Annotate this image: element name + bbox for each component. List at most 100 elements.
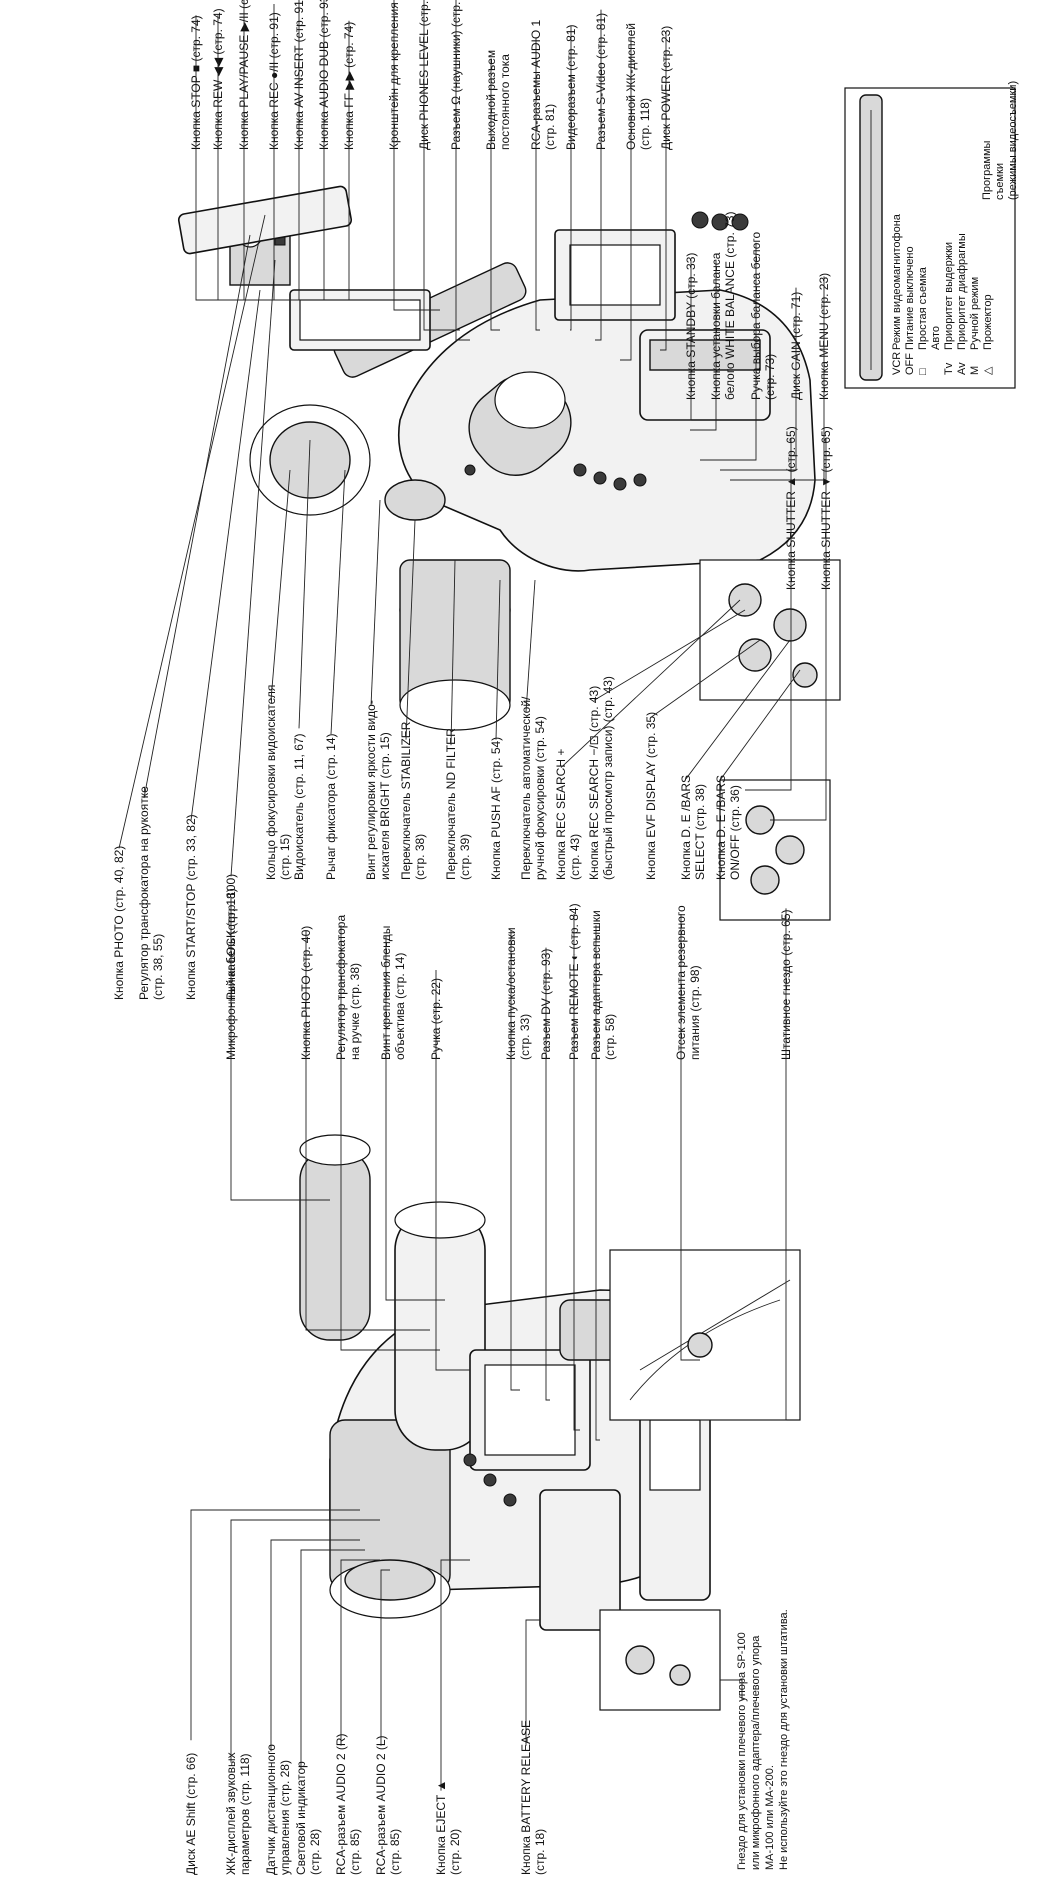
leader-ff [348, 20, 410, 301]
callout-focusring: Кольцо фокусировки видоискателя [264, 685, 278, 880]
leader-standby [670, 259, 692, 421]
callout-backup2: питания (стр. 98) [688, 965, 702, 1060]
callout-recsplus2: (стр. 43) [568, 834, 582, 880]
callout-remsensor: Датчик дистанционного [264, 1744, 278, 1875]
power-dial-drawing [859, 94, 883, 381]
leader-mic [230, 897, 330, 1201]
shoulder-socket-note2: или микрофонного адаптера/плечевого упор… [750, 1635, 762, 1870]
callout-batt: Кнопка BATTERY RELEASE [519, 1720, 533, 1875]
dial-symbol-6: M [969, 366, 981, 375]
callout-evf: Кнопка EVF DISPLAY (стр. 35) [644, 712, 658, 880]
leader-hoodscrew [385, 936, 445, 1301]
leader-wb [690, 259, 717, 431]
callout-lamp2: (стр. 28) [308, 1829, 322, 1875]
leader-lamp [300, 1549, 365, 1769]
callout-ndfilter: Переключатель ND FILTER [444, 728, 458, 880]
leader-dv [545, 947, 550, 1401]
leader-audiodub [323, 0, 395, 301]
callout-bright2: искателя BRIGHT (стр. 15) [378, 732, 392, 880]
leader-eject [440, 1559, 470, 1791]
shoulder-socket-note4: Не используйте это гнездо для установки … [778, 1609, 790, 1870]
callout-lamp: Световой индикатор [294, 1761, 308, 1875]
leader-video [570, 26, 572, 331]
dial-label-2: Простая съемка [917, 266, 929, 350]
callout-flash2: (стр. 58) [603, 1014, 617, 1060]
leader-debars [685, 639, 791, 780]
top-leader-lines [118, 0, 827, 877]
callout-lcdaudio2: параметров (стр. 118) [238, 1753, 252, 1875]
callout-focusring2: (стр. 15) [278, 834, 292, 880]
callout-lcdaudio: ЖК-дисплей звуковых [224, 1752, 238, 1875]
dial-symbol-2: □ [917, 368, 929, 375]
leader-backup [680, 914, 700, 1361]
dial-dial-group3: (режимы видеосъемки) [1007, 81, 1019, 200]
callout-viewfinder: Видоискатель (стр. 11, 67) [292, 733, 306, 880]
callout-wbsel2: (стр. 73) [763, 354, 777, 400]
bottom-notes: Гнездо для установки плечевого упора SP-… [720, 1609, 790, 1870]
leader-avinsert [298, 0, 380, 301]
callout-batt2: (стр. 18) [533, 1829, 547, 1875]
leader-afmf [525, 579, 536, 712]
leader-flash [595, 925, 600, 1441]
callout-startstop: Кнопка START/STOP (стр. 33, 82) [184, 814, 198, 1000]
leader-startstop [190, 289, 261, 821]
dial-symbol-1: OFF [904, 353, 916, 375]
leader-lcdaudio [230, 1519, 380, 1763]
callout-deonoff: Кнопка D. E /BARS [714, 775, 728, 880]
leader-remsensor [270, 1539, 360, 1752]
callout-afmf2: ручной фокусировки (стр. 54) [533, 716, 547, 880]
callout-zoomh2: на ручке (стр. 38) [348, 963, 362, 1060]
callout-fixlever: Рычаг фиксатора (стр. 14) [324, 733, 338, 880]
leader-headphones [455, 0, 470, 341]
leader-batt [525, 1619, 540, 1746]
leader-shoulder-socket [720, 1679, 743, 1700]
callout-deonoff2: ON/OFF (стр. 36) [728, 785, 742, 880]
leader-startstop [510, 930, 520, 1391]
leader-tripod [700, 908, 787, 1421]
callout-rca2r: RCA-разъем AUDIO 2 (R) [334, 1733, 348, 1875]
callout-recsminus2: (быстрый просмотр записи) (стр. 43) [601, 676, 615, 880]
leader-rca2r [340, 1559, 380, 1746]
leader-focusring [270, 469, 291, 701]
callout-bright: Винт регулировки яркости видо- [364, 700, 378, 880]
callout-rca2l: RCA-разъем AUDIO 2 (L) [374, 1735, 388, 1875]
dial-label-0: Режим видеомагнитофона [891, 213, 903, 350]
leader-gain [720, 287, 797, 471]
leader-rca1 [535, 37, 540, 331]
bottom-callout-labels: Микрофонный кабель (стр. 18)Кнопка PHOTO… [184, 888, 793, 1875]
bottom-camera-diagram: Микрофонный кабель (стр. 18)Кнопка PHOTO… [184, 888, 801, 1875]
callout-remsensor2: управления (стр. 28) [278, 1760, 292, 1875]
bottom-leader-lines [190, 897, 787, 1791]
dial-label-4: Приоритет выдержки [943, 242, 955, 350]
callout-mainlcd2: (стр. 118) [638, 98, 652, 150]
leader-dcout [490, 60, 500, 331]
leader-photo [305, 930, 430, 1331]
callout-startstop2: (стр. 33) [518, 1014, 532, 1060]
leader-zoomh [340, 925, 440, 1351]
power-dial-inset [844, 87, 1016, 389]
dial-label-7: Прожектор [982, 294, 994, 350]
callout-rca2l2: (стр. 85) [388, 1829, 402, 1875]
leader-pushaf [495, 579, 501, 740]
leader-menu [730, 276, 825, 481]
leader-lock [230, 259, 276, 877]
leader-recsplus [560, 599, 741, 768]
dial-symbol-5: Av [956, 362, 968, 375]
leader-bracket [393, 0, 440, 311]
callout-eject: Кнопка EJECT ▲ [434, 1780, 448, 1875]
leader-deonoff [720, 669, 801, 780]
leader-ndfilter [450, 559, 456, 746]
dial-label-6: Ручной режим [969, 277, 981, 350]
callout-zoom2: (стр. 38, 55) [151, 934, 165, 1000]
callout-debars2: SELECT (стр. 38) [693, 784, 707, 880]
callout-eject2: (стр. 20) [448, 1829, 462, 1875]
callout-debars: Кнопка D. E /BARS [679, 775, 693, 880]
callout-stabilizer: Переключатель STABILIZER [399, 721, 413, 880]
leader-wbsel [700, 242, 757, 461]
callout-hoodscrew2: объектива (стр. 14) [393, 953, 407, 1060]
callout-stabilizer2: (стр. 38) [413, 834, 427, 880]
dial-dial-group2: съемки [994, 163, 1006, 200]
leader-bright [370, 499, 381, 707]
